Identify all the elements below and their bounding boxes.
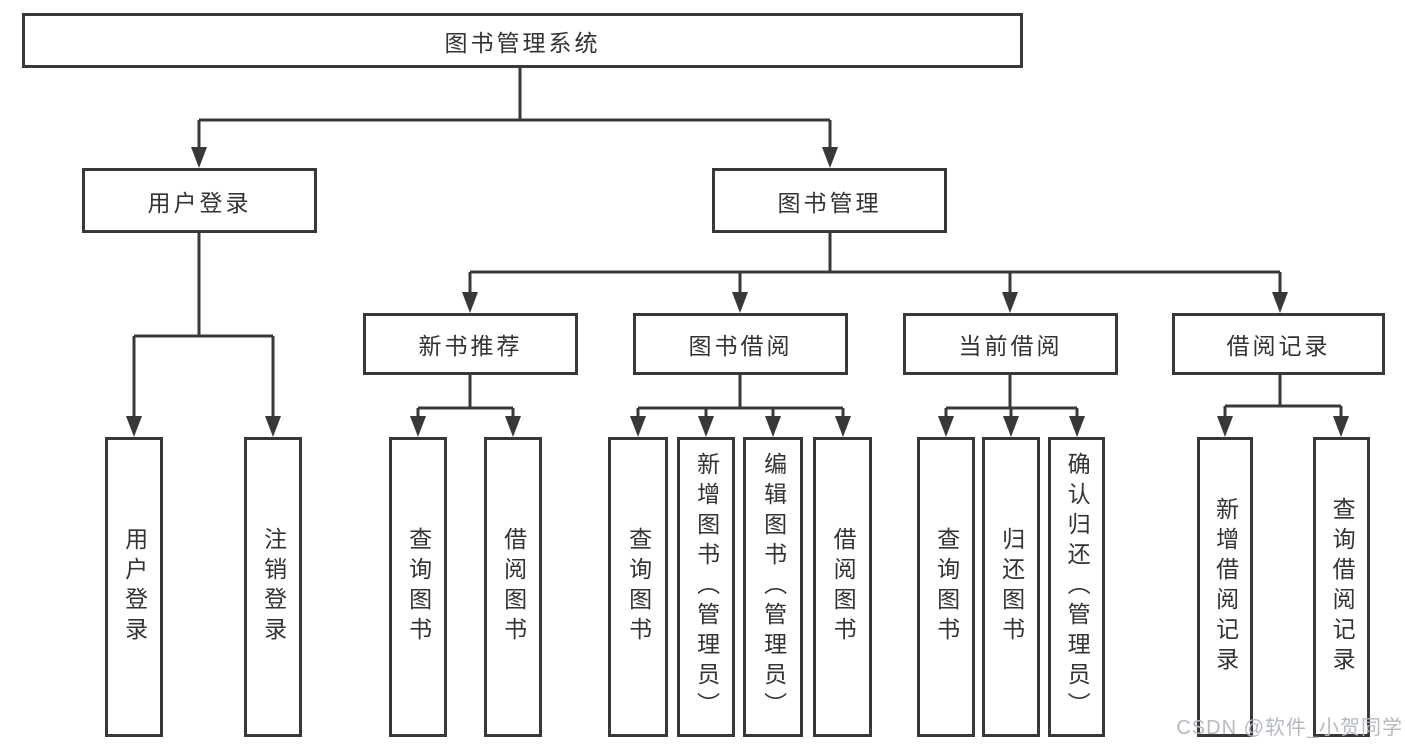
leaf-add-books-admin: 新增图书（管理员） [677, 437, 735, 737]
node-label: 借阅图书 [500, 527, 527, 647]
connector-current-borrow-to-leaves [944, 375, 1079, 421]
node-label: 确认归还（管理员） [1064, 452, 1091, 722]
node-label: 新书推荐 [418, 333, 523, 359]
node-current-borrow: 当前借阅 [903, 313, 1118, 375]
leaf-query-books-current: 查询图书 [917, 437, 975, 737]
node-new-book-recommend: 新书推荐 [363, 313, 578, 375]
leaf-query-borrow-record: 查询借阅记录 [1313, 437, 1370, 737]
leaf-query-books-borrow: 查询图书 [608, 437, 668, 737]
node-label: 图书管理 [777, 189, 882, 216]
node-label: 查询图书 [625, 527, 652, 647]
node-label: 当前借阅 [958, 333, 1063, 359]
leaf-query-books-recommend: 查询图书 [389, 437, 447, 737]
node-book-borrow: 图书借阅 [633, 313, 848, 375]
node-label: 查询图书 [405, 527, 432, 647]
node-label: 用户登录 [121, 527, 148, 647]
node-label: 借阅图书 [830, 527, 857, 647]
node-label: 新增借阅记录 [1212, 497, 1239, 677]
node-label: 查询借阅记录 [1329, 497, 1356, 677]
node-borrow-records: 借阅记录 [1172, 313, 1385, 375]
leaf-logout-login: 注销登录 [244, 437, 302, 737]
leaf-edit-books-admin: 编辑图书（管理员） [743, 437, 803, 737]
connector-new-book-to-leaves [416, 375, 515, 421]
leaf-user-login: 用户登录 [105, 437, 163, 737]
node-label: 图书借阅 [688, 333, 793, 359]
node-label: 用户登录 [147, 189, 252, 216]
csdn-watermark: CSDN @软件_小贺同学 [1176, 717, 1403, 739]
node-label: 注销登录 [260, 527, 287, 647]
leaf-borrow-books: 借阅图书 [813, 437, 872, 737]
connector-book-management-to-level3 [468, 233, 1282, 297]
node-user-login: 用户登录 [82, 168, 317, 233]
leaf-confirm-return-admin: 确认归还（管理员） [1048, 437, 1105, 737]
leaf-add-borrow-record: 新增借阅记录 [1197, 437, 1253, 737]
connector-user-login-to-leaves [132, 233, 275, 421]
node-book-management: 图书管理 [712, 168, 947, 233]
connector-borrow-records-to-leaves [1223, 375, 1343, 421]
node-label: 新增图书（管理员） [693, 452, 720, 722]
node-label: 借阅记录 [1226, 333, 1331, 359]
connector-book-borrow-to-leaves [636, 375, 845, 421]
node-label: 图书管理系统 [444, 29, 601, 56]
node-library-management-system: 图书管理系统 [22, 13, 1023, 68]
connector-root-to-level2 [197, 68, 832, 152]
node-label: 编辑图书（管理员） [760, 452, 787, 722]
node-label: 归还图书 [998, 527, 1025, 647]
leaf-return-books: 归还图书 [982, 437, 1040, 737]
node-label: 查询图书 [933, 527, 960, 647]
leaf-borrow-books-recommend: 借阅图书 [484, 437, 542, 737]
